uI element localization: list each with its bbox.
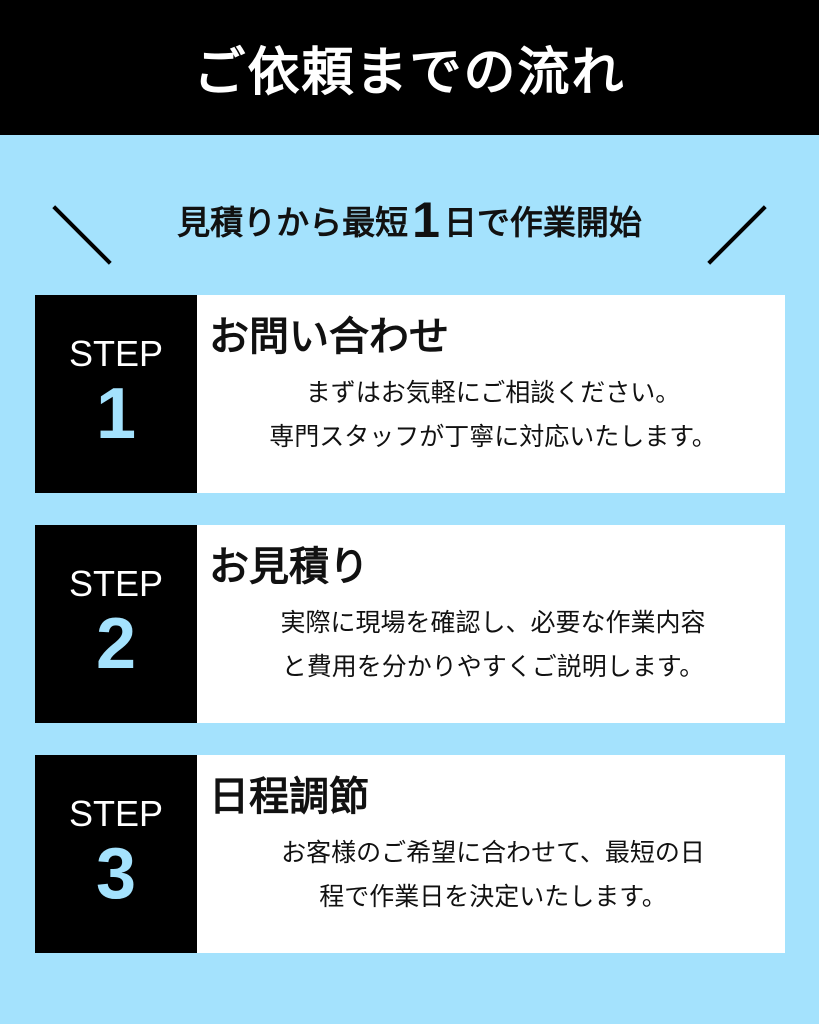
step-card-3: STEP 3 日程調節 お客様のご希望に合わせて、最短の日 程で作業日を決定いた… [35, 755, 785, 953]
step-title: お見積り [209, 544, 369, 590]
subtitle: 見積りから最短 1 日で作業開始 [0, 190, 819, 250]
step-number: 3 [95, 834, 137, 914]
description-line: 程で作業日を決定いたします。 [319, 882, 667, 911]
step-description: まずはお気軽にご相談ください。 専門スタッフが丁寧に対応いたします。 [209, 371, 777, 459]
step-card-2: STEP 2 お見積り 実際に現場を確認し、必要な作業内容 と費用を分かりやすく… [35, 525, 785, 723]
step-description: 実際に現場を確認し、必要な作業内容 と費用を分かりやすくご説明します。 [209, 601, 777, 689]
step-title: お問い合わせ [209, 314, 449, 360]
description-line: 実際に現場を確認し、必要な作業内容 [280, 608, 706, 637]
description-line: 専門スタッフが丁寧に対応いたします。 [269, 422, 717, 451]
subtitle-number: 1 [412, 192, 440, 248]
step-label: STEP [68, 333, 164, 374]
step-badge: STEP 3 [35, 755, 197, 953]
subtitle-after: 日で作業開始 [443, 203, 642, 242]
description-line: まずはお気軽にご相談ください。 [305, 378, 681, 407]
step-label: STEP [68, 793, 164, 834]
description-line: と費用を分かりやすくご説明します。 [281, 652, 705, 681]
description-line: お客様のご希望に合わせて、最短の日 [281, 838, 705, 867]
step-description: お客様のご希望に合わせて、最短の日 程で作業日を決定いたします。 [209, 831, 777, 919]
step-number: 1 [95, 374, 137, 454]
page-title: ご依頼までの流れ [193, 43, 626, 103]
step-card-1: STEP 1 お問い合わせ まずはお気軽にご相談ください。 専門スタッフが丁寧に… [35, 295, 785, 493]
subtitle-before: 見積りから最短 [177, 203, 409, 242]
step-badge: STEP 1 [35, 295, 197, 493]
step-badge: STEP 2 [35, 525, 197, 723]
header-banner: ご依頼までの流れ [0, 0, 819, 135]
step-number: 2 [95, 604, 137, 684]
step-label: STEP [68, 563, 164, 604]
step-title: 日程調節 [209, 774, 369, 820]
